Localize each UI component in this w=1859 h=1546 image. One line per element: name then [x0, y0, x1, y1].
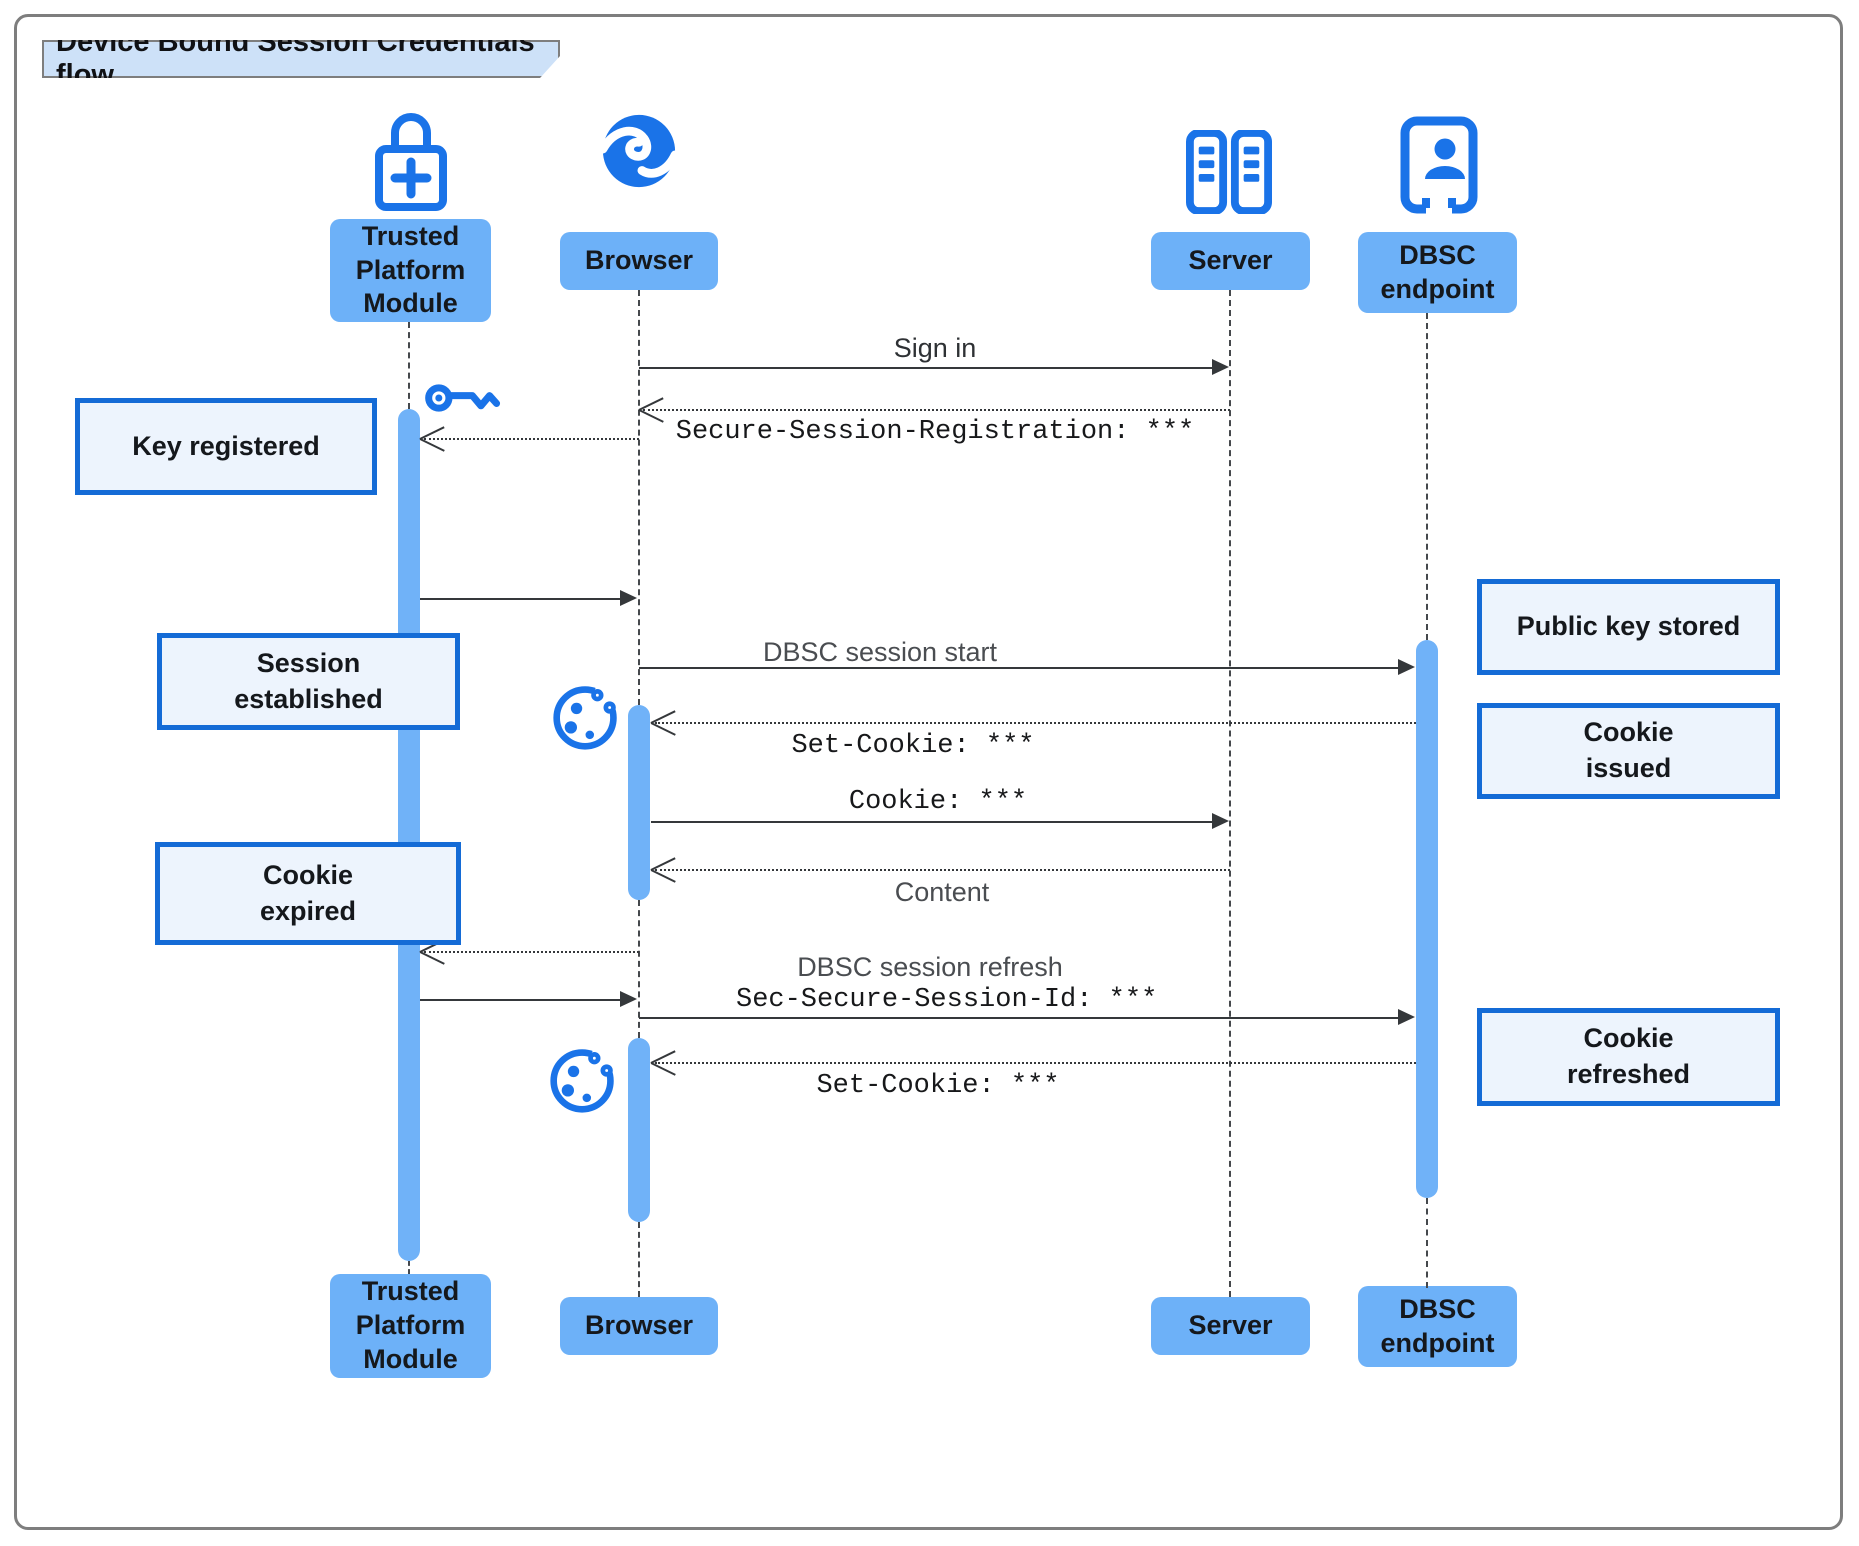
note-text: established	[234, 683, 383, 714]
participant-label: DBSC	[1399, 239, 1476, 270]
message-label-dbsc-session-start: DBSC session start	[762, 637, 998, 667]
note-text: Public key stored	[1516, 611, 1741, 642]
message-line	[420, 999, 622, 1001]
message-line	[643, 409, 1230, 411]
key-icon	[424, 376, 524, 432]
participant-label: Platform	[355, 254, 466, 285]
participant-tpm-top: Trusted Platform Module	[330, 219, 491, 322]
arrowhead-right	[1398, 659, 1415, 675]
message-line	[655, 869, 1230, 871]
participant-label: Server	[1188, 245, 1273, 276]
dbsc-lifeline	[1426, 1198, 1428, 1288]
arrowhead-open-left	[650, 709, 678, 737]
message-line	[655, 1062, 1416, 1064]
note-cookie-expired: Cookie expired	[155, 842, 461, 945]
browser-lifeline	[638, 290, 640, 705]
note-public-key-stored: Public key stored	[1477, 579, 1780, 675]
message-label-dbsc-session-refresh: DBSC session refresh	[797, 952, 1063, 982]
participant-label: Browser	[584, 1310, 694, 1341]
participant-label: Module	[363, 1343, 458, 1374]
participant-tpm-bottom: Trusted Platform Module	[330, 1274, 491, 1378]
dbsc-activation-bar	[1416, 640, 1438, 1198]
browser-lifeline	[638, 1222, 640, 1297]
participant-label: endpoint	[1380, 273, 1495, 304]
note-text: expired	[259, 895, 357, 926]
message-label-set-cookie-2: Set-Cookie: ***	[816, 1071, 1060, 1101]
message-line	[420, 598, 622, 600]
message-line	[651, 821, 1214, 823]
tpm-activation-bar	[398, 409, 420, 1261]
participant-label: DBSC	[1399, 1293, 1476, 1324]
arrowhead-right	[1212, 813, 1229, 829]
arrowhead-right	[1398, 1009, 1415, 1025]
message-line	[424, 951, 639, 953]
note-text: Key registered	[132, 430, 320, 461]
participant-label: Trusted	[361, 1276, 460, 1307]
server-lifeline	[1229, 290, 1231, 1297]
note-cookie-refreshed: Cookie refreshed	[1477, 1008, 1780, 1106]
message-label-set-cookie-1: Set-Cookie: ***	[791, 731, 1035, 761]
message-line	[639, 667, 1400, 669]
globe-icon	[598, 112, 680, 190]
lock-icon	[373, 102, 449, 214]
participant-dbsc-top: DBSC endpoint	[1358, 232, 1517, 313]
arrowhead-right	[620, 991, 637, 1007]
message-label-cookie: Cookie: ***	[848, 787, 1028, 817]
participant-label: endpoint	[1380, 1327, 1495, 1358]
diagram-title: Device Bound Session Credentials flow	[42, 40, 560, 78]
message-line	[655, 722, 1416, 724]
note-text: Cookie	[1583, 717, 1674, 748]
dbsc-lifeline	[1426, 313, 1428, 640]
participant-label: Platform	[355, 1310, 466, 1341]
participant-browser-top: Browser	[560, 232, 718, 290]
message-line	[639, 1017, 1400, 1019]
browser-lifeline	[638, 900, 640, 1038]
cookie-icon	[551, 679, 621, 753]
message-label-sign-in: Sign in	[893, 333, 977, 363]
participant-label: Server	[1188, 1310, 1273, 1341]
tpm-lifeline	[408, 322, 410, 409]
participant-browser-bottom: Browser	[560, 1297, 718, 1355]
arrowhead-open-left	[419, 425, 447, 453]
message-line	[639, 367, 1214, 369]
participant-dbsc-bottom: DBSC endpoint	[1358, 1286, 1517, 1367]
note-text: Cookie	[1583, 1023, 1674, 1054]
message-label-content: Content	[894, 877, 990, 907]
participant-label: Trusted	[361, 220, 460, 251]
message-label-secure-session-registration: Secure-Session-Registration: ***	[675, 417, 1195, 447]
arrowhead-open-left	[650, 856, 678, 884]
diagram-frame	[14, 14, 1843, 1530]
server-icon	[1186, 129, 1272, 215]
note-cookie-issued: Cookie issued	[1477, 703, 1780, 799]
dbsc-endpoint-icon	[1400, 116, 1478, 214]
participant-server-top: Server	[1151, 232, 1310, 290]
note-text: Session	[256, 647, 361, 678]
cookie-icon	[548, 1042, 618, 1116]
browser-activation-bar	[628, 705, 650, 900]
participant-label: Module	[363, 288, 458, 319]
tpm-lifeline	[408, 1261, 410, 1274]
participant-label: Browser	[584, 245, 694, 276]
note-key-registered: Key registered	[75, 398, 377, 495]
arrowhead-right	[1212, 359, 1229, 375]
note-text: refreshed	[1566, 1059, 1691, 1089]
browser-activation-bar	[628, 1038, 650, 1222]
note-text: issued	[1585, 753, 1672, 783]
note-text: Cookie	[262, 859, 354, 890]
arrowhead-right	[620, 590, 637, 606]
note-session-established: Session established	[157, 633, 460, 730]
message-line	[424, 438, 639, 440]
message-label-sec-secure-session-id: Sec-Secure-Session-Id: ***	[736, 985, 1158, 1015]
participant-server-bottom: Server	[1151, 1297, 1310, 1355]
arrowhead-open-left	[650, 1049, 678, 1077]
